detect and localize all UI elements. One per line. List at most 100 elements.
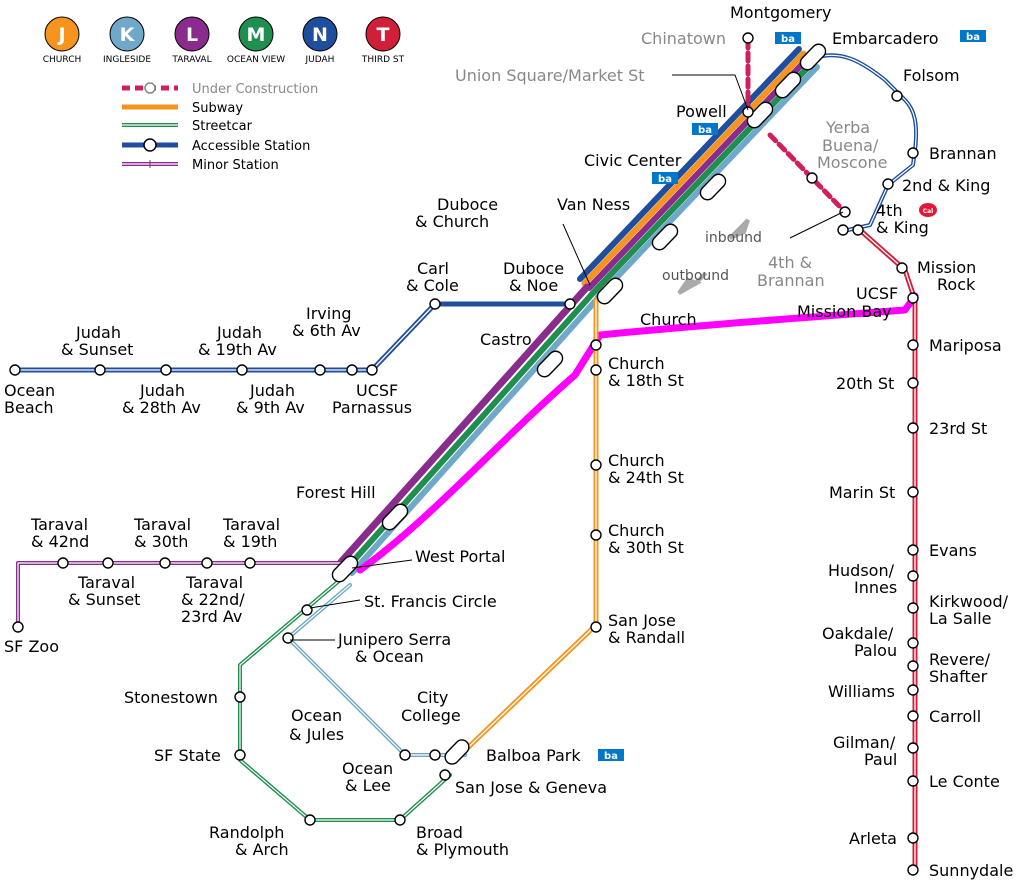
svg-text:Taraval: Taraval <box>185 573 243 592</box>
svg-text:Cal: Cal <box>923 208 934 215</box>
svg-text:23rd Av: 23rd Av <box>181 607 242 626</box>
svg-text:Civic Center: Civic Center <box>584 151 682 170</box>
svg-text:Taraval: Taraval <box>30 515 88 534</box>
outbound-label: outbound <box>662 268 729 284</box>
svg-text:& Ocean: & Ocean <box>355 647 424 666</box>
svg-text:Yerba: Yerba <box>825 118 870 137</box>
svg-text:Buena/: Buena/ <box>822 136 879 155</box>
svg-text:Ocean: Ocean <box>342 759 393 778</box>
svg-text:& 19th Av: & 19th Av <box>198 340 277 359</box>
svg-text:Embarcadero: Embarcadero <box>832 29 939 48</box>
svg-text:City: City <box>417 688 448 707</box>
svg-text:& 6th Av: & 6th Av <box>292 321 361 340</box>
direction-arrows: inbound outbound <box>662 218 762 295</box>
svg-text:Broad: Broad <box>416 823 463 842</box>
svg-text:& Arch: & Arch <box>235 840 289 859</box>
svg-text:CHURCH: CHURCH <box>43 55 82 65</box>
badge-l[interactable]: L TARAVAL <box>171 16 212 65</box>
svg-text:Palou: Palou <box>854 641 897 660</box>
svg-text:Duboce: Duboce <box>503 259 564 278</box>
caltrain-icon: Cal <box>919 203 937 217</box>
svg-text:Paul: Paul <box>864 750 897 769</box>
legend: Under Construction Subway Streetcar Acce… <box>122 82 318 173</box>
svg-text:& Noe: & Noe <box>509 276 558 295</box>
svg-text:UCSF: UCSF <box>856 284 898 303</box>
svg-text:Forest Hill: Forest Hill <box>296 483 376 502</box>
svg-text:Church: Church <box>608 521 665 540</box>
svg-text:Kirkwood/: Kirkwood/ <box>929 592 1009 611</box>
highlight-route <box>356 292 919 574</box>
svg-text:& Lee: & Lee <box>345 776 391 795</box>
svg-text:Chinatown: Chinatown <box>641 29 726 48</box>
svg-text:Irving: Irving <box>306 304 352 323</box>
svg-text:La Salle: La Salle <box>929 609 992 628</box>
svg-text:20th St: 20th St <box>836 374 894 393</box>
bart-icon-civic-center: ba <box>652 172 678 185</box>
svg-text:Taraval: Taraval <box>133 515 191 534</box>
svg-text:& Jules: & Jules <box>289 725 344 744</box>
svg-text:& Plymouth: & Plymouth <box>416 840 509 859</box>
svg-text:Gilman/: Gilman/ <box>833 733 896 752</box>
svg-text:Parnassus: Parnassus <box>332 398 412 417</box>
legend-streetcar: Streetcar <box>192 119 253 134</box>
svg-text:OCEAN VIEW: OCEAN VIEW <box>227 55 285 65</box>
badge-m[interactable]: M OCEAN VIEW <box>227 16 285 65</box>
svg-text:Judah: Judah <box>249 381 295 400</box>
badge-t[interactable]: T THIRD ST <box>361 16 405 65</box>
svg-text:Carl: Carl <box>417 259 449 278</box>
badge-j[interactable]: J CHURCH <box>43 16 82 65</box>
svg-text:ba: ba <box>604 751 618 762</box>
svg-text:Church: Church <box>608 354 665 373</box>
svg-text:San Jose: San Jose <box>608 611 676 630</box>
svg-text:& Randall: & Randall <box>608 628 685 647</box>
svg-text:& 18th St: & 18th St <box>608 371 684 390</box>
svg-text:Moscone: Moscone <box>817 153 888 172</box>
svg-text:23rd St: 23rd St <box>929 419 987 438</box>
svg-text:TARAVAL: TARAVAL <box>171 55 211 65</box>
bart-icon-powell: ba <box>692 123 718 136</box>
svg-text:JUDAH: JUDAH <box>305 55 335 65</box>
svg-text:San Jose & Geneva: San Jose & Geneva <box>455 778 607 797</box>
svg-text:& Sunset: & Sunset <box>61 340 133 359</box>
svg-text:Junipero Serra: Junipero Serra <box>337 630 451 649</box>
svg-text:& 30th: & 30th <box>134 532 188 551</box>
bart-icon-embarcadero: ba <box>960 30 986 43</box>
station-markers[interactable] <box>9 32 919 876</box>
legend-minor: Minor Station <box>192 158 279 173</box>
inbound-label: inbound <box>705 230 762 246</box>
badge-k[interactable]: K INGLESIDE <box>103 16 151 65</box>
line-badges: J CHURCH K INGLESIDE L TARAVAL M OCEAN V… <box>43 16 405 65</box>
svg-text:Balboa Park: Balboa Park <box>486 746 581 765</box>
svg-text:Stonestown: Stonestown <box>124 688 218 707</box>
svg-text:Rock: Rock <box>937 275 976 294</box>
svg-text:Shafter: Shafter <box>929 667 988 686</box>
svg-text:Williams: Williams <box>828 682 895 701</box>
svg-text:& 24th St: & 24th St <box>608 468 684 487</box>
svg-text:St. Francis Circle: St. Francis Circle <box>364 592 497 611</box>
svg-text:Brannan: Brannan <box>929 144 997 163</box>
svg-text:Evans: Evans <box>929 541 977 560</box>
svg-text:& 42nd: & 42nd <box>31 532 89 551</box>
svg-text:L: L <box>186 24 198 46</box>
svg-text:Hudson/: Hudson/ <box>828 561 895 580</box>
svg-text:Judah: Judah <box>75 323 121 342</box>
svg-text:Revere/: Revere/ <box>929 650 991 669</box>
bart-icons: ba ba ba ba ba Cal <box>598 30 986 762</box>
svg-text:Van Ness: Van Ness <box>557 195 630 214</box>
svg-text:ba: ba <box>698 125 712 136</box>
svg-text:ba: ba <box>658 174 672 185</box>
svg-text:Judah: Judah <box>139 381 185 400</box>
svg-text:& 28th Av: & 28th Av <box>122 398 201 417</box>
svg-text:Duboce: Duboce <box>437 195 498 214</box>
svg-text:THIRD ST: THIRD ST <box>361 55 405 65</box>
svg-text:Innes: Innes <box>854 578 897 597</box>
svg-text:Taraval: Taraval <box>77 573 135 592</box>
svg-text:Brannan: Brannan <box>757 271 825 290</box>
svg-text:SF Zoo: SF Zoo <box>4 637 59 656</box>
svg-text:Oakdale/: Oakdale/ <box>822 624 894 643</box>
svg-text:T: T <box>377 24 390 46</box>
svg-text:& Church: & Church <box>415 212 489 231</box>
svg-text:K: K <box>120 24 136 46</box>
badge-n[interactable]: N JUDAH <box>302 16 338 65</box>
